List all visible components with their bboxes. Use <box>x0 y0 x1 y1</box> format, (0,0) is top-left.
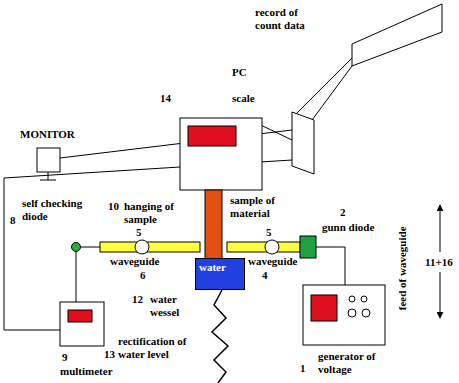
generator-box <box>303 285 385 345</box>
node-text: water <box>199 261 241 274</box>
feed-arrow <box>440 272 441 318</box>
scale-label: scale <box>232 92 255 105</box>
supply-wire <box>316 247 345 285</box>
callout-number: 10 <box>108 200 119 213</box>
record-label: record of count data <box>255 6 319 31</box>
waveguide-joint <box>265 240 279 254</box>
vessel-label: water wessel <box>150 293 192 318</box>
waveguide-left <box>100 242 200 252</box>
level-adjuster <box>212 290 228 383</box>
pc-label: PC <box>232 66 247 79</box>
monitor-stand <box>40 180 56 181</box>
rectification-label: rectification of water level <box>118 335 200 360</box>
record-sheet <box>352 4 442 66</box>
waveguide-joint <box>135 240 149 254</box>
diode-symbol <box>72 243 81 252</box>
scale-box <box>180 118 262 190</box>
multimeter-display <box>68 310 92 322</box>
hanging-label: hanging of sample <box>124 200 178 225</box>
feed-label: feed of waveguide <box>396 226 409 310</box>
pc-tower <box>292 112 314 174</box>
scale-display <box>188 126 236 146</box>
callout-number: 2 <box>340 206 346 219</box>
monitor-stand <box>48 172 49 180</box>
data-wire <box>296 58 352 114</box>
generator-label: generator of voltage <box>318 350 380 375</box>
multimeter-box <box>60 302 104 346</box>
gunn-diode-label: gunn diode <box>322 221 374 234</box>
multimeter-label: multimeter <box>60 365 113 378</box>
callout-number: 6 <box>140 269 146 282</box>
waveguide-label: waveguide <box>110 255 160 268</box>
callout-number: 11+16 <box>425 256 453 269</box>
callout-number: 9 <box>62 351 68 364</box>
gunn-diode-symbol <box>300 236 316 258</box>
waveguide-label: waveguide <box>248 255 298 268</box>
callout-number: 12 <box>132 293 143 306</box>
monitor-symbol <box>37 148 60 172</box>
sample-bar <box>205 190 222 262</box>
waveguide-right <box>227 242 300 252</box>
diode-wire <box>80 247 100 248</box>
knob <box>349 296 355 302</box>
monitor-label: MONITOR <box>20 128 75 141</box>
callout-number: 5 <box>136 226 142 239</box>
callout-number: 14 <box>160 92 171 105</box>
callout-number: 8 <box>10 214 16 227</box>
data-wire <box>312 66 352 120</box>
callout-number: 5 <box>266 226 272 239</box>
generator-display <box>311 295 337 321</box>
knob <box>348 309 356 317</box>
diode-wire <box>76 251 77 302</box>
knob <box>361 296 367 302</box>
callout-number: 13 <box>104 348 115 361</box>
feed-arrow <box>440 205 441 252</box>
callout-number: 1 <box>300 362 306 375</box>
sample-label: sample of material <box>230 194 288 219</box>
knob <box>362 309 370 317</box>
diode-label: self checking diode <box>22 197 92 222</box>
water-vessel: water <box>195 258 245 290</box>
callout-number: 4 <box>262 269 268 282</box>
